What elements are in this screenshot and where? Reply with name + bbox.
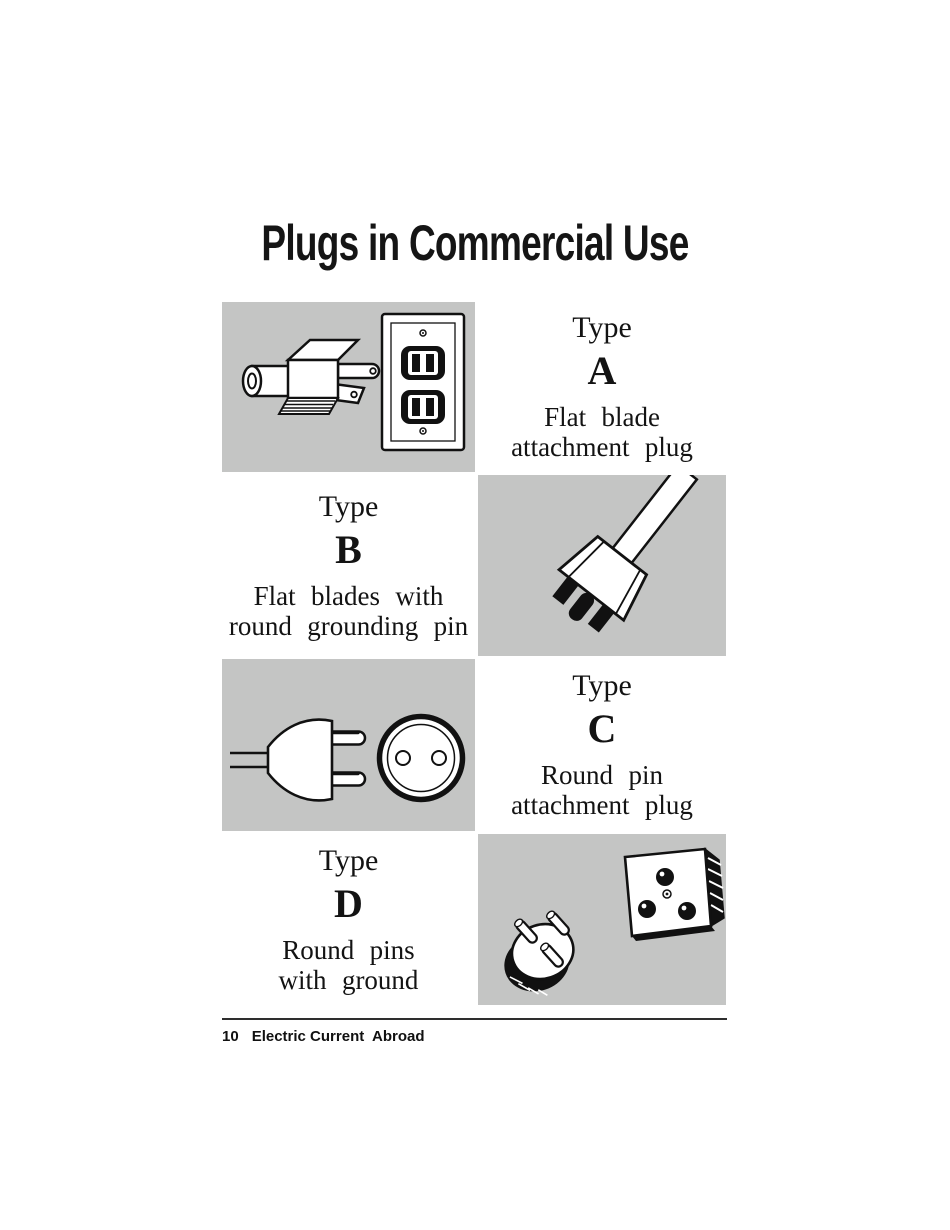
type-b-info: Type B Flat blades with round grounding … xyxy=(222,475,475,656)
type-a-illustration xyxy=(222,302,475,472)
plug-grid: Type A Flat blade attachment plug Type B… xyxy=(222,302,726,1005)
round-three-pin-plug-and-square-socket-icon xyxy=(504,847,725,996)
page-footer: 10 Electric Current Abroad xyxy=(222,1028,425,1045)
type-description-line2: with ground xyxy=(278,964,419,995)
type-b-illustration xyxy=(478,475,726,656)
type-description-line2: attachment plug xyxy=(511,790,693,820)
type-label: Type xyxy=(318,489,379,523)
type-description-line2: attachment plug xyxy=(511,432,693,462)
type-d-illustration xyxy=(478,834,726,1005)
type-label: Type xyxy=(318,843,379,877)
type-letter: C xyxy=(587,706,617,751)
three-prong-grounded-plug-icon xyxy=(552,475,699,633)
type-description-line1: Flat blades with xyxy=(253,580,444,611)
type-d-info: Type D Round pins with ground xyxy=(222,834,475,1005)
type-a-info: Type A Flat blade attachment plug xyxy=(478,302,726,472)
footer-rule xyxy=(222,1018,727,1020)
type-description: Flat blades with round grounding pin xyxy=(229,581,468,641)
page-title: Plugs in Commercial Use xyxy=(261,214,689,271)
flat-blade-plug-and-wall-outlet-icon xyxy=(241,312,466,452)
type-description-line1: Round pin xyxy=(541,760,663,790)
page-number: 10 xyxy=(222,1028,239,1045)
type-description: Round pin attachment plug xyxy=(511,760,693,820)
round-pin-plug-and-socket-icon xyxy=(230,713,466,803)
type-description-line1: Round pins xyxy=(282,934,415,965)
type-label: Type xyxy=(572,669,632,702)
type-description: Flat blade attachment plug xyxy=(511,402,693,462)
type-description-line2: round grounding pin xyxy=(228,610,469,641)
type-c-illustration xyxy=(222,659,475,831)
type-description-line1: Flat blade xyxy=(544,402,660,432)
type-description: Round pins with ground xyxy=(279,935,419,995)
type-letter: D xyxy=(334,880,363,926)
type-letter: B xyxy=(335,526,362,572)
type-letter: A xyxy=(587,348,617,393)
book-title: Electric Current Abroad xyxy=(251,1028,425,1045)
type-c-info: Type C Round pin attachment plug xyxy=(478,659,726,831)
type-label: Type xyxy=(572,311,632,344)
